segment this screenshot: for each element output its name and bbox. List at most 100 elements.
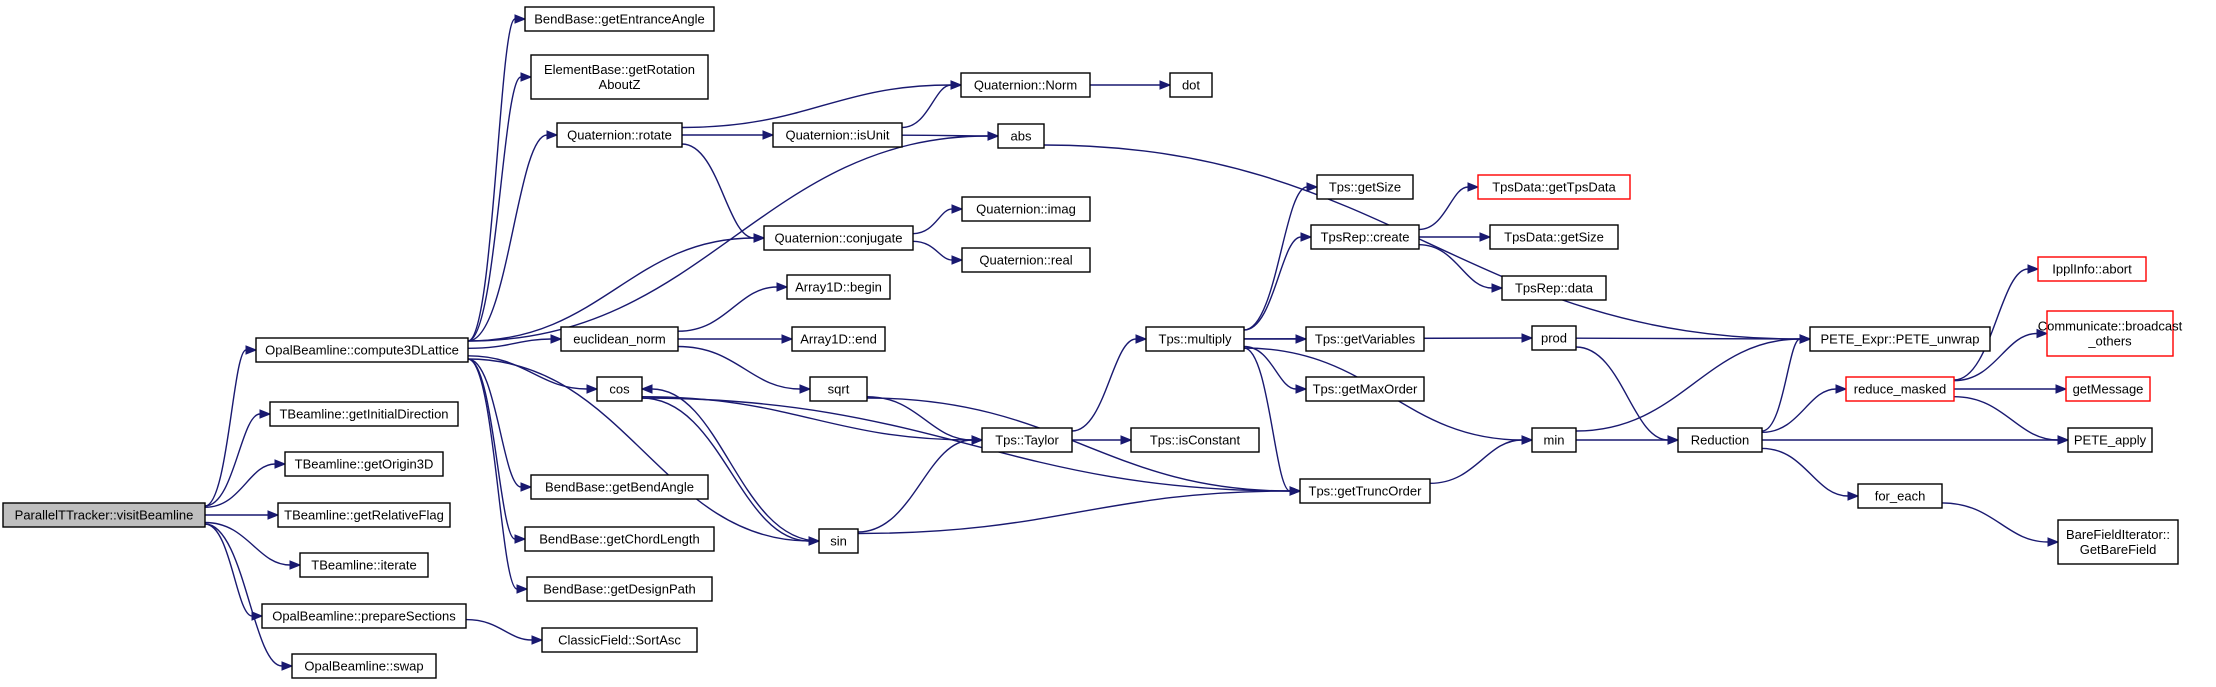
function-node-qconj[interactable]: Quaternion::conjugate <box>763 225 914 251</box>
call-edge-qnorm-to-dot <box>1090 80 1172 90</box>
edge-line <box>204 413 261 507</box>
function-node-taylor[interactable]: Tps::Taylor <box>981 427 1073 453</box>
function-node-prod[interactable]: prod <box>1531 325 1577 351</box>
node-label: euclidean_norm <box>573 332 666 347</box>
function-node-root[interactable]: ParallelTTracker::visitBeamline <box>2 502 206 528</box>
function-node-sin[interactable]: sin <box>818 528 859 554</box>
node-box <box>299 552 429 578</box>
function-node-getDesign[interactable]: BendBase::getDesignPath <box>526 576 713 602</box>
function-node-forEach[interactable]: for_each <box>1857 483 1943 509</box>
function-node-bcast[interactable]: Communicate::broadcast_others <box>2038 310 2183 357</box>
edge-line <box>857 439 973 533</box>
call-edge-abs-to-unwrap <box>1043 144 1812 344</box>
function-node-getInitDir[interactable]: TBeamline::getInitialDirection <box>269 401 459 427</box>
function-node-getMaxOrder[interactable]: Tps::getMaxOrder <box>1305 376 1425 402</box>
node-label: PETE_apply <box>2074 433 2147 448</box>
arrowhead <box>987 131 1000 141</box>
function-node-getEntrance[interactable]: BendBase::getEntranceAngle <box>524 6 715 32</box>
arrowhead <box>514 534 527 544</box>
node-label: sin <box>830 534 847 549</box>
call-edge-root-to-prepSec <box>204 523 264 621</box>
call-edge-compute3d-to-getEntrance <box>467 14 527 342</box>
function-node-multiply[interactable]: Tps::multiply <box>1145 326 1245 352</box>
function-node-tdGetSize[interactable]: TpsData::getSize <box>1489 224 1619 250</box>
call-edge-qrotate-to-qconj <box>681 143 766 243</box>
edge-line <box>1071 338 1137 432</box>
call-edge-taylor-to-isConst <box>1072 435 1133 445</box>
node-label: BendBase::getChordLength <box>539 532 699 547</box>
function-node-peteApply[interactable]: PETE_apply <box>2067 427 2153 453</box>
function-node-prepSec[interactable]: OpalBeamline::prepareSections <box>261 603 467 629</box>
function-node-bareField[interactable]: BareFieldIterator::GetBareField <box>2057 519 2179 565</box>
edge-line <box>204 349 247 507</box>
node-box <box>1489 224 1619 250</box>
arrowhead <box>753 233 766 243</box>
node-box <box>809 376 868 402</box>
node-box <box>2046 310 2174 357</box>
node-label: Tps::getSize <box>1329 180 1401 195</box>
function-node-qrotate[interactable]: Quaternion::rotate <box>556 122 683 148</box>
node-box <box>786 274 891 300</box>
function-node-abegin[interactable]: Array1D::begin <box>786 274 891 300</box>
node-box <box>2 502 206 528</box>
edge-line <box>1243 186 1308 331</box>
call-edge-multiply-to-repCreate <box>1243 232 1313 331</box>
function-node-qreal[interactable]: Quaternion::real <box>961 247 1091 273</box>
edge-line <box>1761 388 1837 434</box>
function-node-getOrigin[interactable]: TBeamline::getOrigin3D <box>284 451 444 477</box>
function-node-unwrap[interactable]: PETE_Expr::PETE_unwrap <box>1809 326 1991 352</box>
function-nodes: ParallelTTracker::visitBeamlineOpalBeaml… <box>2 6 2183 679</box>
function-node-reduction[interactable]: Reduction <box>1677 427 1763 453</box>
node-box <box>1531 427 1577 453</box>
node-label: prod <box>1541 331 1567 346</box>
function-node-qimag[interactable]: Quaternion::imag <box>961 196 1091 222</box>
edge-line <box>1761 447 1849 497</box>
node-label: Quaternion::isUnit <box>785 128 889 143</box>
function-node-sortAsc[interactable]: ClassicField::SortAsc <box>541 627 698 653</box>
node-box <box>1145 326 1245 352</box>
node-label: AboutZ <box>599 77 641 92</box>
function-node-abs[interactable]: abs <box>997 123 1045 149</box>
arrowhead <box>2047 537 2060 547</box>
function-node-getVars[interactable]: Tps::getVariables <box>1305 326 1425 352</box>
node-box <box>1477 174 1631 200</box>
function-node-aend[interactable]: Array1D::end <box>791 326 886 352</box>
edge-line <box>641 397 1291 492</box>
call-edge-qisunit-to-abs <box>901 131 1000 141</box>
function-node-getMsg[interactable]: getMessage <box>2065 376 2151 402</box>
function-node-getRelFlag[interactable]: TBeamline::getRelativeFlag <box>277 502 451 528</box>
function-node-tpsGetSize[interactable]: Tps::getSize <box>1316 174 1414 200</box>
function-node-qnorm[interactable]: Quaternion::Norm <box>960 72 1091 98</box>
edge-line <box>467 358 516 540</box>
node-box <box>541 627 698 653</box>
function-node-euclid[interactable]: euclidean_norm <box>560 326 679 352</box>
node-label: OpalBeamline::prepareSections <box>272 609 456 624</box>
function-node-sqrt[interactable]: sqrt <box>809 376 868 402</box>
function-node-min[interactable]: min <box>1531 427 1577 453</box>
function-node-isConst[interactable]: Tps::isConstant <box>1130 427 1260 453</box>
function-node-ipplAbort[interactable]: IpplInfo::abort <box>2037 256 2147 282</box>
arrowhead <box>550 334 563 344</box>
function-node-cos[interactable]: cos <box>596 376 643 402</box>
function-node-redMasked[interactable]: reduce_masked <box>1845 376 1955 402</box>
function-node-repData[interactable]: TpsRep::data <box>1501 275 1607 301</box>
node-box <box>960 72 1091 98</box>
arrowhead <box>259 409 272 419</box>
node-label: TBeamline::getRelativeFlag <box>284 508 444 523</box>
edge-line <box>1243 236 1302 331</box>
call-edge-multiply-to-tpsGetSize <box>1243 182 1319 331</box>
function-node-getBendAngle[interactable]: BendBase::getBendAngle <box>530 474 709 500</box>
function-node-compute3d[interactable]: OpalBeamline::compute3DLattice <box>255 337 469 363</box>
function-node-truncOrder[interactable]: Tps::getTruncOrder <box>1299 478 1431 504</box>
arrowhead <box>267 510 280 520</box>
function-node-getChord[interactable]: BendBase::getChordLength <box>524 526 715 552</box>
call-edge-redMasked-to-bcast <box>1953 328 2049 382</box>
edge-line <box>204 523 253 617</box>
function-node-dot[interactable]: dot <box>1169 72 1213 98</box>
function-node-getTpsData[interactable]: TpsData::getTpsData <box>1477 174 1631 200</box>
function-node-iterate[interactable]: TBeamline::iterate <box>299 552 429 578</box>
function-node-qisunit[interactable]: Quaternion::isUnit <box>772 122 903 148</box>
function-node-repCreate[interactable]: TpsRep::create <box>1310 224 1420 250</box>
function-node-swap[interactable]: OpalBeamline::swap <box>291 653 437 679</box>
